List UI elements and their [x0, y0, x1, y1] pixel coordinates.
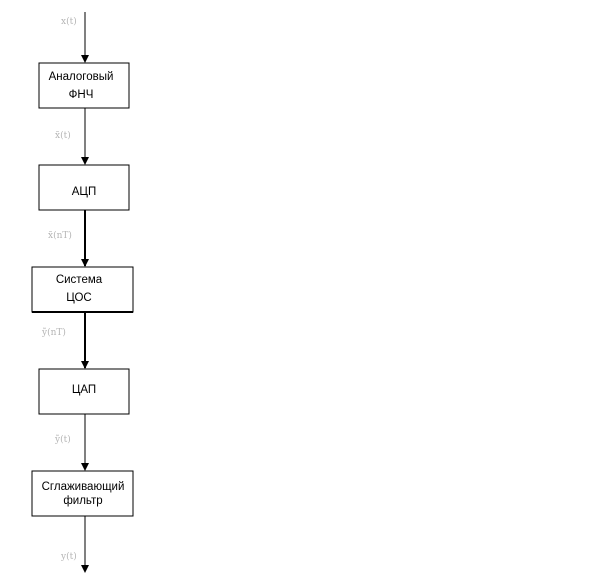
block-analog-lpf-line-2: ФНЧ [69, 89, 94, 101]
signal-label-output: y(t) [60, 551, 77, 562]
block-smoothing-filter-line-1: Сглаживающий [42, 481, 125, 493]
block-dac-line-1: ЦАП [72, 384, 96, 396]
block-smoothing-filter: Сглаживающий фильтр [31, 470, 134, 517]
block-dsp-line-1: Система [56, 274, 103, 286]
signal-label-sampled: x̃(nT) [48, 230, 72, 241]
block-smoothing-filter-line-2: фильтр [63, 495, 102, 507]
block-analog-lpf: Аналоговый ФНЧ [38, 62, 130, 109]
block-dac: ЦАП [38, 368, 130, 415]
signal-label-processed: ỹ(nT) [41, 327, 66, 338]
block-analog-lpf-line-1: Аналоговый [49, 71, 114, 83]
block-adc-line-1: АЦП [72, 186, 96, 198]
signal-label-dac-out: ỹ(t) [54, 434, 71, 445]
block-dsp-line-2: ЦОС [66, 292, 92, 304]
signal-label-filtered: x̃(t) [55, 130, 71, 141]
block-adc: АЦП [38, 164, 130, 211]
signal-label-input: x(t) [61, 16, 77, 27]
block-dsp: Система ЦОС [31, 266, 134, 313]
